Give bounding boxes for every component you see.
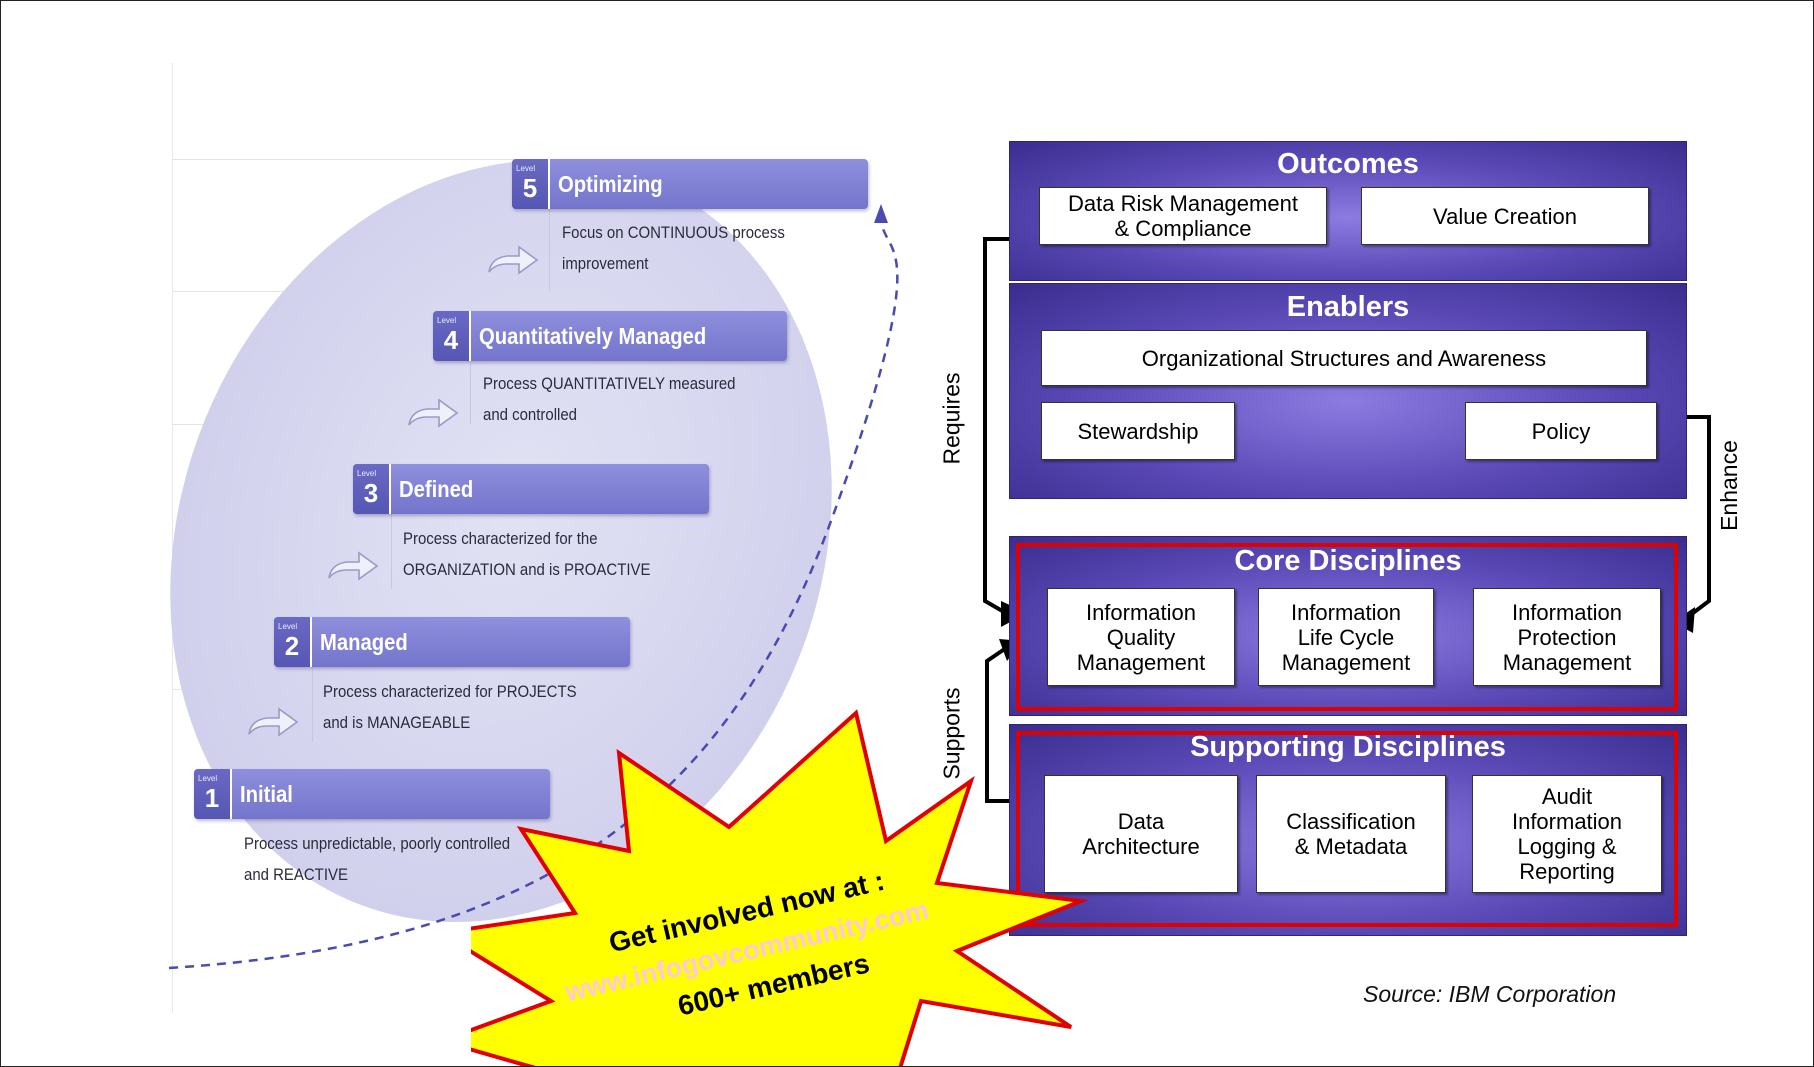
arrow-right-icon xyxy=(408,398,459,428)
level-word: Level xyxy=(357,469,377,478)
description-line: Process characterized for PROJECTS xyxy=(323,682,577,701)
enablers-title: Enablers xyxy=(1286,291,1410,323)
level-2-number-box: Level 2 xyxy=(274,617,312,667)
level-connector xyxy=(391,514,392,589)
description-line: Process QUANTITATIVELY measured xyxy=(483,374,736,393)
source-caption: Source: IBM Corporation xyxy=(1363,981,1617,1007)
level-title: Defined xyxy=(399,476,474,502)
supporting-disciplines-title: Supporting Disciplines xyxy=(1190,731,1506,763)
level-4-number-box: Level 4 xyxy=(433,311,471,361)
information-quality-management-box: Information Quality Management xyxy=(1047,588,1235,686)
level-3-description: Process characterized for the ORGANIZATI… xyxy=(403,523,650,585)
level-connector xyxy=(312,667,313,742)
level-5-bar: Level 5 Optimizing xyxy=(512,159,868,209)
supporting-highlight-frame xyxy=(1016,731,1678,927)
level-1-number-box: Level 1 xyxy=(194,769,232,819)
description-line: and controlled xyxy=(483,405,577,424)
level-4-description: Process QUANTITATIVELY measured and cont… xyxy=(483,368,735,430)
progress-arrow xyxy=(168,204,899,970)
description-line: Process characterized for the xyxy=(403,529,598,548)
core-disciplines-panel: Core Disciplines Information Quality Man… xyxy=(1009,536,1687,716)
level-title: Managed xyxy=(320,629,408,655)
enhance-label: Enhance xyxy=(1715,440,1742,531)
level-title: Optimizing xyxy=(558,171,663,197)
level-title: Quantitatively Managed xyxy=(479,323,707,349)
description-line: ORGANIZATION and is PROACTIVE xyxy=(403,560,651,579)
enablers-panel: Enablers Organizational Structures and A… xyxy=(1009,283,1687,499)
core-disciplines-title: Core Disciplines xyxy=(1234,545,1462,577)
callout-starburst[interactable]: Get involved now at : www.infogovcommuni… xyxy=(471,701,1091,1066)
outcomes-title: Outcomes xyxy=(1277,148,1419,180)
core-highlight-frame xyxy=(1016,543,1678,711)
classification-metadata-box: Classification & Metadata xyxy=(1256,775,1446,893)
grid-line xyxy=(173,159,763,160)
supporting-disciplines-panel: Supporting Disciplines Data Architecture… xyxy=(1009,724,1687,936)
starburst-shape xyxy=(471,709,1089,1066)
level-5-number-box: Level 5 xyxy=(512,159,550,209)
arrow-right-icon xyxy=(488,245,539,275)
level-connector xyxy=(470,364,471,424)
level-1-bar: Level 1 Initial xyxy=(194,769,550,819)
audit-logging-reporting-box: Audit Information Logging & Reporting xyxy=(1472,775,1662,893)
level-5-description: Focus on CONTINUOUS process improvement xyxy=(562,217,785,279)
level-3-bar: Level 3 Defined xyxy=(353,464,709,514)
level-word: Level xyxy=(278,622,298,631)
description-line: Focus on CONTINUOUS process xyxy=(562,223,785,242)
level-2-description: Process characterized for PROJECTS and i… xyxy=(323,676,577,738)
level-word: Level xyxy=(437,316,457,325)
description-line: and is MANAGEABLE xyxy=(323,713,471,732)
data-architecture-box: Data Architecture xyxy=(1044,775,1238,893)
value-creation-box: Value Creation xyxy=(1361,187,1649,245)
level-4-bar: Level 4 Quantitatively Managed xyxy=(433,311,787,361)
level-number: 1 xyxy=(204,783,220,813)
data-risk-management-box: Data Risk Management & Compliance xyxy=(1039,187,1327,245)
level-number: 5 xyxy=(522,173,538,203)
level-2-bar: Level 2 Managed xyxy=(274,617,630,667)
level-connector xyxy=(549,209,550,291)
arrow-right-icon xyxy=(328,551,379,581)
organizational-structures-box: Organizational Structures and Awareness xyxy=(1041,330,1647,386)
maturity-model: Level 5 Optimizing Focus on CONTINUOUS p… xyxy=(1,1,944,1066)
description-line: improvement xyxy=(562,254,649,273)
level-1-description: Process unpredictable, poorly controlled… xyxy=(244,828,510,890)
information-protection-management-box: Information Protection Management xyxy=(1473,588,1661,686)
level-3-number-box: Level 3 xyxy=(353,464,391,514)
requires-label: Requires xyxy=(938,372,965,465)
level-word: Level xyxy=(198,774,218,783)
level-title: Initial xyxy=(240,781,293,807)
description-line: and REACTIVE xyxy=(244,865,348,884)
policy-box: Policy xyxy=(1465,402,1657,460)
arrow-right-icon xyxy=(248,707,299,737)
level-number: 2 xyxy=(284,631,300,661)
description-line: Process unpredictable, poorly controlled xyxy=(244,834,511,853)
level-number: 4 xyxy=(443,325,459,355)
level-word: Level xyxy=(516,164,536,173)
level-number: 3 xyxy=(363,478,379,508)
stewardship-box: Stewardship xyxy=(1041,402,1235,460)
outcomes-panel: Outcomes Data Risk Management & Complian… xyxy=(1009,141,1687,281)
information-life-cycle-management-box: Information Life Cycle Management xyxy=(1258,588,1434,686)
